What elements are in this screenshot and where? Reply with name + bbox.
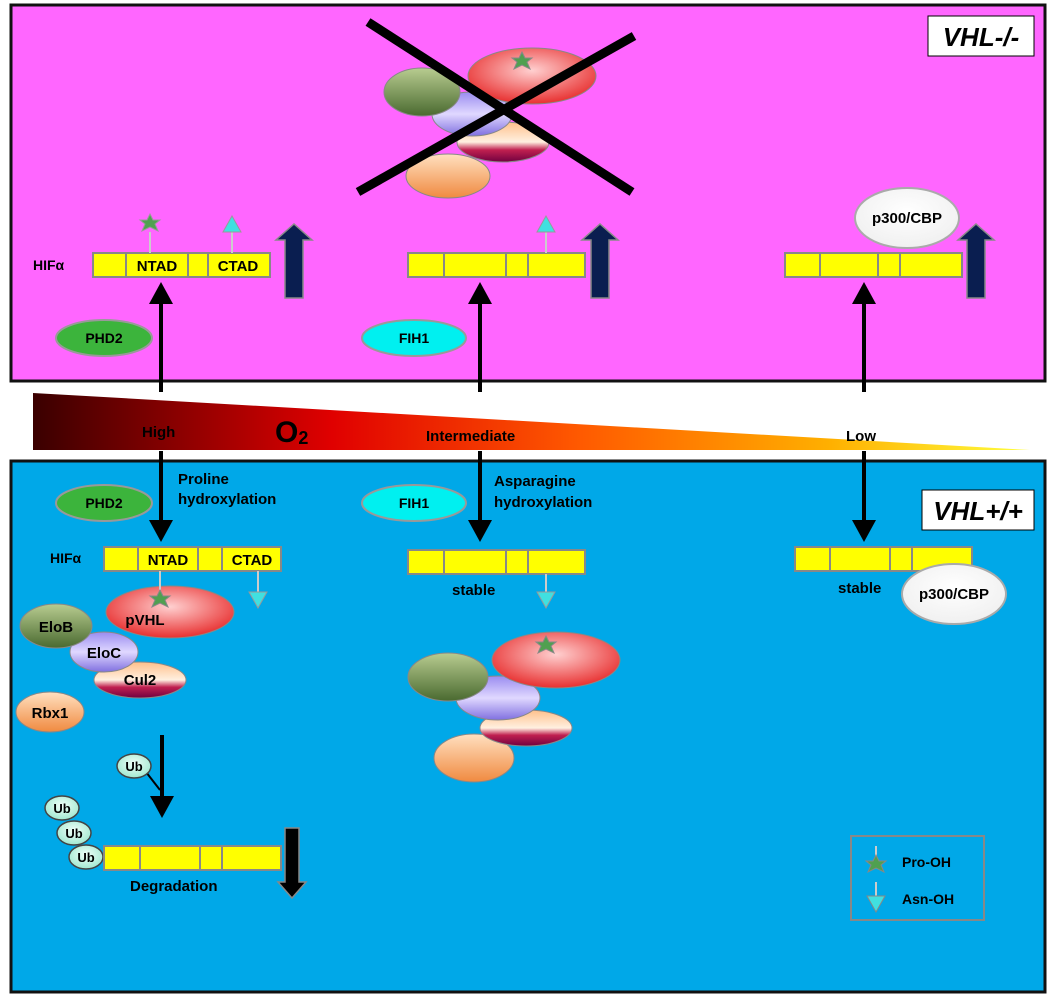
rbx1-label: Rbx1: [32, 705, 69, 722]
phd2-label-top: PHD2: [85, 330, 123, 346]
arrow-down-low: [852, 451, 876, 542]
asn-oh-triangle-icon: [536, 591, 556, 610]
o2-intermediate-label: Intermediate: [426, 428, 515, 445]
o2-low-label: Low: [846, 428, 876, 445]
p300-cbp-coactivator-top: [854, 187, 960, 249]
ctad-label-top: CTAD: [218, 258, 259, 275]
ubiquitin-chain-3-label: Ub: [77, 850, 94, 865]
arrow-up-intermediate: [468, 282, 492, 392]
asn-oh-triangle-icon: [536, 214, 556, 233]
up-arrow-icon: [956, 222, 996, 299]
ub-pointer: [145, 771, 161, 791]
hif-bar-bottom-left: [103, 546, 282, 572]
ntad-label-bottom: NTAD: [148, 552, 189, 569]
p300-cbp-label-top: p300/CBP: [872, 210, 942, 227]
vhl-wt-label: VHL+/+: [933, 496, 1023, 526]
elob-label: EloB: [39, 619, 73, 636]
o2-high-label: High: [142, 424, 175, 441]
ntad-label-top: NTAD: [137, 258, 178, 275]
legend-box: [850, 835, 985, 921]
ubiquitin-single: [116, 753, 152, 779]
arrow-up-low: [852, 282, 876, 392]
cross-line-2: [355, 32, 637, 196]
o2-label: O2: [275, 416, 308, 449]
p300-cbp-coactivator-bottom: [901, 563, 1007, 625]
fih1-enzyme-bottom: [361, 484, 467, 522]
asn-oh-triangle-icon: [222, 214, 242, 233]
asparagine-hydroxylation-line2: hydroxylation: [494, 494, 592, 511]
pro-oh-star-icon: [148, 588, 172, 609]
pro-oh-legend-star-icon: [864, 853, 888, 874]
eloc-label: EloC: [87, 645, 121, 662]
proline-hydroxylation-line1: Proline: [178, 471, 229, 488]
down-arrow-icon: [276, 827, 308, 900]
pro-oh-star-icon: [534, 634, 558, 655]
asn-oh-legend-triangle-icon: [866, 895, 886, 914]
arrow-up-high: [149, 282, 173, 392]
ubiquitin-chain-2: [56, 820, 92, 846]
arrow-down-intermediate: [468, 451, 492, 542]
pvhl-protein: [491, 631, 621, 689]
ctad-label-bottom: CTAD: [232, 552, 273, 569]
ubiquitin-chain-2-label: Ub: [65, 826, 82, 841]
up-arrow-icon: [580, 222, 620, 299]
asparagine-hydroxylation-line1: Asparagine: [494, 473, 576, 490]
elob-protein: [383, 67, 461, 117]
elob-protein: [19, 603, 93, 649]
fih1-label-bottom: FIH1: [399, 495, 430, 511]
pro-oh-star-icon: [510, 50, 534, 71]
elob-protein: [407, 652, 489, 702]
cul2-label: Cul2: [124, 672, 157, 689]
stable-label-right: stable: [838, 580, 881, 597]
rbx1-protein: [15, 691, 85, 733]
p300-cbp-label-bottom: p300/CBP: [919, 586, 989, 603]
phd2-label-bottom: PHD2: [85, 495, 123, 511]
asn-oh-legend-label: Asn-OH: [902, 891, 954, 907]
rbx1-protein: [405, 153, 491, 199]
legend: Pro-OH Asn-OH: [850, 835, 985, 921]
ubiquitin-chain-1: [44, 795, 80, 821]
phd2-enzyme-bottom: [55, 484, 153, 522]
hif-alpha-label-bottom: HIFα: [50, 550, 82, 566]
rbx1-protein: [433, 733, 515, 783]
hif-alpha-label-top: HIFα: [33, 257, 65, 273]
asn-oh-triangle-icon: [248, 591, 268, 610]
stable-label-middle: stable: [452, 582, 495, 599]
hif-bar-top-right: [784, 252, 963, 278]
hif-bar-top-left: [92, 252, 271, 278]
ubiquitination-arrow: [150, 735, 174, 818]
phd2-enzyme-top: [55, 319, 153, 357]
arrow-down-high: [149, 451, 173, 542]
pvhl-protein: [467, 47, 597, 105]
pvhl-protein: [105, 585, 235, 639]
vbc-complex-free: [407, 631, 621, 783]
pro-oh-star-icon: [138, 212, 162, 233]
fih1-label-top: FIH1: [399, 330, 430, 346]
vhl-wt-label-box: [921, 489, 1035, 531]
hif-bar-top-middle: [407, 252, 586, 278]
vbc-complex-bound: [15, 571, 235, 733]
hif-bar-degraded: [103, 845, 282, 871]
degradation-label: Degradation: [130, 878, 218, 895]
pro-oh-legend-label: Pro-OH: [902, 854, 951, 870]
ubiquitin-single-label: Ub: [125, 759, 142, 774]
vhl-null-label-box: [927, 15, 1035, 57]
hif-bar-bottom-middle: [407, 549, 586, 575]
ubiquitin-chain-1-label: Ub: [53, 801, 70, 816]
up-arrow-icon: [274, 222, 314, 299]
fih1-enzyme-top: [361, 319, 467, 357]
oxygen-gradient: [33, 393, 1030, 450]
eloc-protein: [69, 631, 139, 673]
proline-hydroxylation-line2: hydroxylation: [178, 491, 276, 508]
pvhl-label: pVHL: [125, 612, 164, 629]
vhl-null-label: VHL-/-: [943, 22, 1020, 52]
